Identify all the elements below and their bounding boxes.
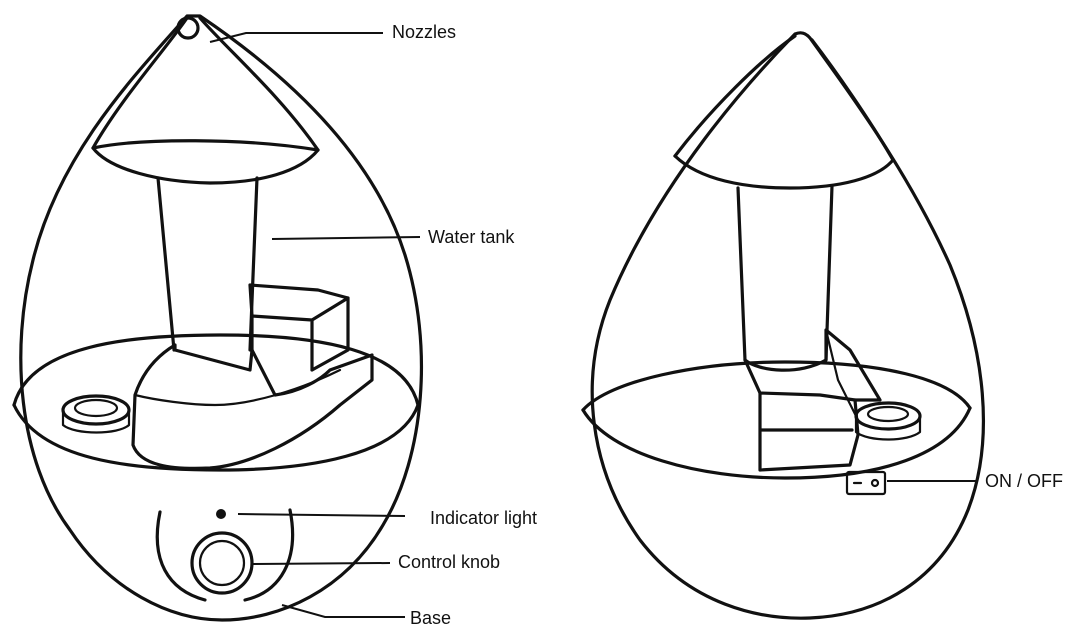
front-cone-base bbox=[93, 148, 318, 183]
back-switch-off-mark bbox=[872, 480, 878, 486]
label-control-knob: Control knob bbox=[398, 552, 500, 572]
front-tank-seam bbox=[14, 335, 418, 405]
leader-control-knob bbox=[253, 563, 390, 564]
back-power-switch bbox=[847, 472, 885, 494]
label-water-tank: Water tank bbox=[428, 227, 515, 247]
front-groove-left bbox=[157, 512, 205, 600]
label-on-off: ON / OFF bbox=[985, 471, 1063, 491]
leader-indicator-light bbox=[238, 514, 405, 516]
label-nozzles: Nozzles bbox=[392, 22, 456, 42]
back-outlet-front bbox=[760, 393, 858, 470]
back-body-outline bbox=[592, 33, 983, 618]
front-indicator-light bbox=[216, 509, 226, 519]
label-indicator-light: Indicator light bbox=[430, 508, 537, 528]
front-outlet-box bbox=[250, 285, 348, 370]
humidifier-front-view bbox=[14, 16, 421, 620]
back-outlet-top bbox=[745, 330, 880, 400]
back-float-ring-inner bbox=[868, 407, 908, 421]
front-tank-pipe bbox=[158, 178, 257, 350]
label-base: Base bbox=[410, 608, 451, 628]
leader-base bbox=[282, 605, 405, 617]
front-body-outline bbox=[21, 16, 422, 620]
back-cone-base bbox=[675, 156, 893, 188]
front-control-knob-inner bbox=[200, 541, 244, 585]
front-platform-inner bbox=[135, 370, 340, 405]
humidifier-back-view bbox=[583, 33, 983, 618]
back-tank-pipe bbox=[738, 186, 832, 360]
front-platform bbox=[133, 345, 372, 468]
front-base-seam bbox=[14, 405, 418, 470]
front-float-ring-inner bbox=[75, 400, 117, 416]
labels: Nozzles Water tank Indicator light Contr… bbox=[392, 22, 1063, 628]
